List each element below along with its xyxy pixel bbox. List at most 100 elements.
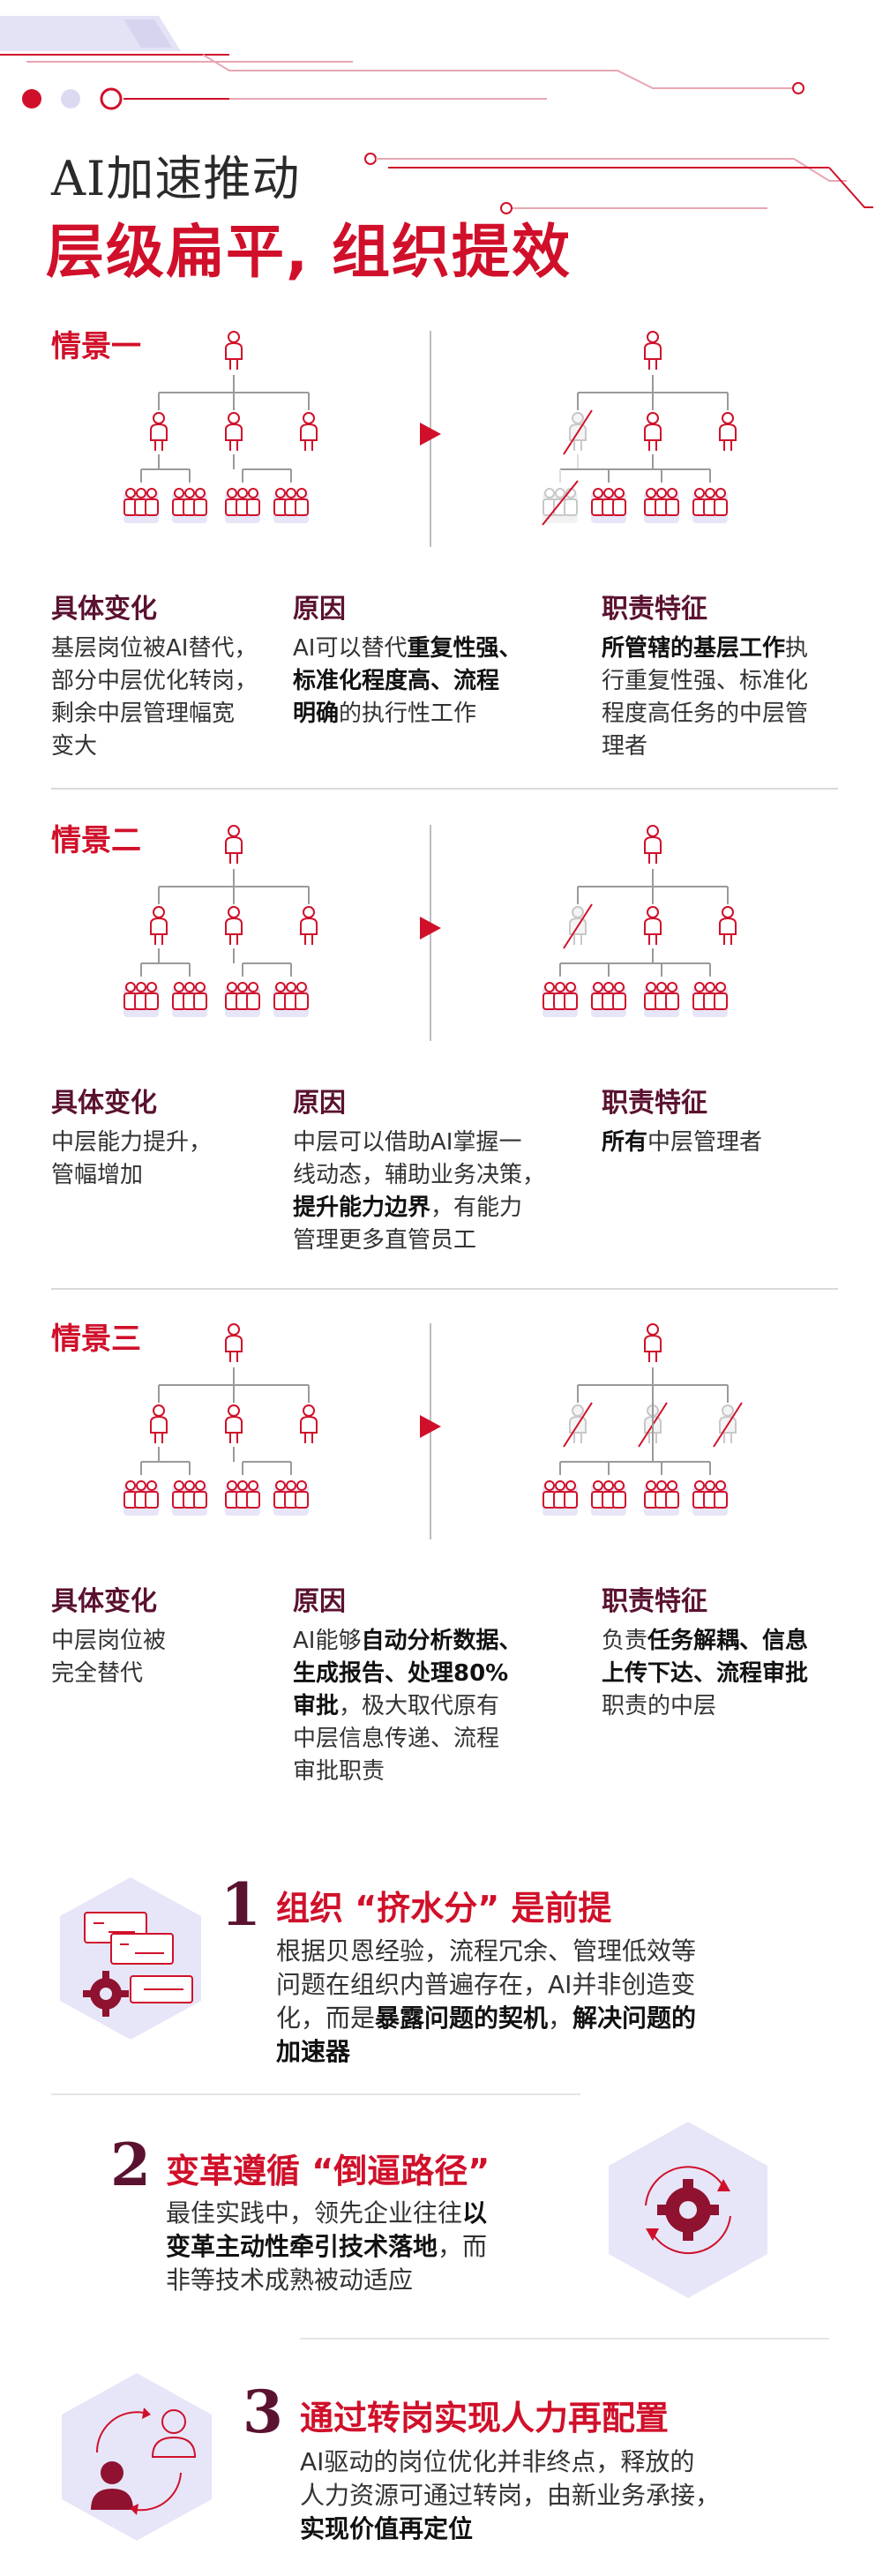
text-line: 行重复性强、标准化	[602, 665, 849, 698]
text-line: 程度高任务的中层管	[602, 698, 849, 730]
scene-1: 情景一具体变化原因职责特征基层岗位被AI替代，部分中层优化转岗，剩余中层管理幅宽…	[0, 322, 883, 772]
bold-text: 解决问题的	[572, 2003, 697, 2033]
reason-heading: 原因	[293, 1586, 346, 1617]
bold-text: 所有	[602, 1129, 648, 1156]
text-line: 上传下达、流程审批	[602, 1658, 849, 1690]
person-icon	[563, 409, 593, 455]
section-1-number: 1	[221, 1870, 261, 1939]
bold-text: 生成报告、处理80%	[293, 1660, 509, 1687]
text-line: 完全替代	[51, 1658, 289, 1690]
text-line: 根据贝恩经验，流程冗余、管理低效等	[276, 1935, 805, 1968]
text-line: 化，而是暴露问题的契机，解决问题的	[276, 2002, 805, 2035]
text-line: 职责的中层	[602, 1690, 849, 1723]
bold-text: 上传下达、流程审批	[602, 1660, 809, 1687]
section-2: 2 变革遵循 “倒逼路径” 最佳实践中，领先企业往往以变革主动性牵引技术落地，而…	[0, 2100, 883, 2329]
duty-heading: 职责特征	[602, 1586, 707, 1617]
change-heading: 具体变化	[51, 1088, 157, 1119]
text-line: 管幅增加	[51, 1159, 289, 1192]
plain-text: ，	[548, 2003, 573, 2033]
text-line: 中层可以借助AI掌握一	[293, 1127, 584, 1159]
plain-text: ，而	[438, 2232, 488, 2261]
bold-text: 审批	[293, 1693, 340, 1719]
plain-text: 中层岗位被	[51, 1628, 167, 1654]
plain-text: ，极大取代原有	[339, 1693, 500, 1719]
cross-out-mark	[563, 1402, 593, 1448]
text-line: 所管辖的基层工作执	[602, 633, 849, 665]
staff-group-icon	[644, 982, 679, 1017]
reason-heading: 原因	[293, 1088, 346, 1119]
person-icon	[150, 906, 168, 945]
change-text: 中层岗位被完全替代	[51, 1625, 289, 1690]
staff-group-icon	[172, 982, 207, 1017]
people-exchange-icon	[49, 2369, 225, 2545]
cross-out-mark	[713, 1402, 743, 1448]
reason-text: 中层可以借助AI掌握一线动态，辅助业务决策，提升能力边界，有能力管理更多直管员工	[293, 1127, 584, 1257]
org-chart-diagram	[123, 825, 737, 1017]
duty-text: 负责任务解耦、信息上传下达、流程审批职责的中层	[602, 1625, 849, 1723]
change-heading: 具体变化	[51, 1586, 157, 1617]
section-1-heading: 组织 “挤水分” 是前提	[276, 1889, 612, 1928]
arrow-right-icon	[420, 917, 441, 940]
plain-text: AI能够	[293, 1628, 362, 1654]
cross-out-mark	[563, 409, 593, 455]
person-icon	[225, 1404, 243, 1443]
person-icon	[300, 1404, 318, 1443]
plain-text: 审批职责	[293, 1758, 385, 1785]
plain-text: 部分中层优化转岗，	[51, 668, 258, 694]
org-chart-diagram	[123, 1323, 743, 1516]
text-line: 负责任务解耦、信息	[602, 1625, 849, 1658]
plain-text: 的执行性工作	[339, 700, 477, 727]
staff-group-icon	[273, 982, 309, 1017]
person-icon	[225, 412, 243, 451]
title-decoration-right	[335, 150, 883, 238]
section-3-number: 3	[243, 2378, 283, 2446]
plain-text: ，有能力	[430, 1194, 523, 1221]
plain-text: 管幅增加	[51, 1162, 144, 1188]
plain-text: 中层可以借助AI掌握一	[293, 1129, 522, 1156]
circuit-lines-icon	[0, 16, 804, 110]
section-3-text: AI驱动的岗位优化并非终点，释放的人力资源可通过转岗，由新业务承接，实现价值再定…	[300, 2445, 829, 2546]
section-3: 3 通过转岗实现人力再配置 AI驱动的岗位优化并非终点，释放的人力资源可通过转岗…	[0, 2338, 883, 2576]
staff-group-icon	[123, 982, 159, 1017]
plain-text: 完全替代	[51, 1660, 144, 1687]
text-line: 问题在组织内普遍存在，AI并非创造变	[276, 1968, 805, 2002]
plain-text: 管理更多直管员工	[293, 1227, 477, 1254]
plain-text: 变大	[51, 733, 98, 760]
bold-text: 明确	[293, 700, 340, 727]
text-line: 线动态，辅助业务决策，	[293, 1159, 584, 1192]
staff-group-icon	[172, 1480, 207, 1516]
change-heading: 具体变化	[51, 594, 157, 625]
text-line: 人力资源可通过转岗，由新业务承接，	[300, 2479, 829, 2512]
plain-text: 化，而是	[276, 2003, 376, 2033]
cross-out-mark	[542, 480, 579, 526]
staff-group-icon	[591, 488, 626, 523]
section-2-heading: 变革遵循 “倒逼路径”	[166, 2152, 490, 2190]
staff-group-icon	[591, 982, 626, 1017]
person-icon	[225, 906, 243, 945]
bold-text: 任务解耦、信息	[647, 1628, 809, 1654]
bold-text: 自动分析数据、	[361, 1628, 522, 1654]
duty-heading: 职责特征	[602, 594, 707, 625]
staff-group-icon	[123, 488, 159, 523]
person-icon	[300, 906, 318, 945]
document-gear-icon	[42, 1870, 219, 2047]
staff-group-icon	[225, 1480, 260, 1516]
section-3-heading: 通过转岗实现人力再配置	[300, 2399, 670, 2437]
person-icon	[150, 1404, 168, 1443]
staff-group-icon	[543, 1480, 578, 1516]
staff-group-icon	[225, 982, 260, 1017]
bold-text: 标准化程度高、流程	[293, 668, 500, 694]
staff-group-icon	[644, 1480, 679, 1516]
text-line: 生成报告、处理80%	[293, 1658, 584, 1690]
staff-group-icon	[692, 1480, 728, 1516]
person-icon	[300, 412, 318, 451]
text-line: AI驱动的岗位优化并非终点，释放的	[300, 2445, 829, 2479]
duty-heading: 职责特征	[602, 1088, 707, 1119]
change-text: 中层能力提升，管幅增加	[51, 1127, 289, 1192]
text-line: AI能够自动分析数据、	[293, 1625, 584, 1658]
plain-text: 中层信息传递、流程	[293, 1726, 500, 1752]
section-1: 1 组织 “挤水分” 是前提 根据贝恩经验，流程冗余、管理低效等问题在组织内普遍…	[0, 1835, 883, 2082]
person-icon	[644, 1323, 662, 1362]
cross-out-mark	[563, 903, 593, 949]
text-line: AI可以替代重复性强、	[293, 633, 584, 665]
